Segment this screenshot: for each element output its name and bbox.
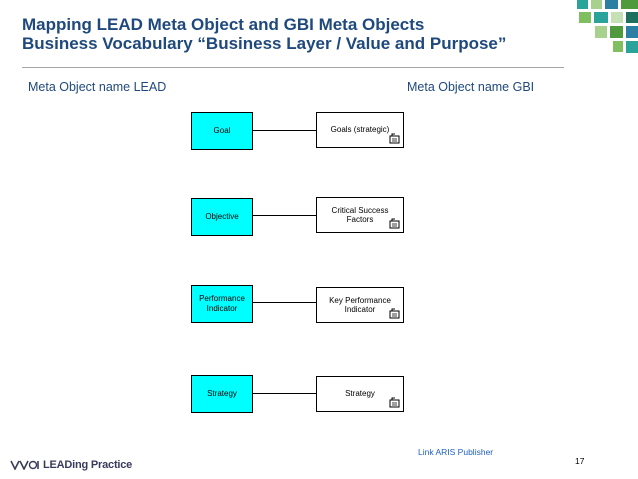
object-type-icon	[389, 133, 400, 144]
lead-column-heading: Meta Object name LEAD	[28, 80, 167, 94]
leading-practice-logo: LEADing Practice	[10, 458, 132, 472]
brand-squares-icon	[577, 0, 638, 53]
mapping-connector	[253, 215, 316, 216]
lead-object-strategy[interactable]: Strategy	[191, 375, 253, 413]
gbi-object-label: Goals (strategic)	[330, 125, 390, 135]
leading-practice-logo-icon	[10, 460, 39, 470]
page-number: 17	[575, 456, 585, 466]
gbi-object-key-performance-indicator[interactable]: Key Performance Indicator	[316, 287, 404, 323]
lead-object-goal[interactable]: Goal	[191, 112, 253, 150]
brand-name: LEADing Practice	[43, 459, 133, 471]
gbi-object-critical-success-factors[interactable]: Critical Success Factors	[316, 197, 404, 233]
gbi-object-label: Key Performance Indicator	[329, 295, 391, 315]
gbi-object-label: Critical Success Factors	[331, 205, 389, 225]
lead-object-label: Strategy	[207, 389, 237, 398]
lead-object-objective[interactable]: Objective	[191, 198, 253, 236]
slide-title: Mapping LEAD Meta Object and GBI Meta Ob…	[22, 15, 562, 53]
lead-object-label: Objective	[205, 212, 239, 221]
mapping-connector	[253, 302, 316, 303]
lead-object-label: Performance Indicator	[199, 294, 245, 313]
gbi-object-strategy[interactable]: Strategy	[316, 376, 404, 412]
aris-publisher-link[interactable]: Link ARIS Publisher	[418, 447, 494, 457]
lead-object-label: Goal	[213, 126, 231, 135]
lead-object-performance-indicator[interactable]: Performance Indicator	[191, 285, 253, 323]
gbi-object-label: Strategy	[345, 389, 375, 399]
object-type-icon	[389, 397, 400, 408]
object-type-icon	[389, 218, 400, 229]
slide-title-line-2: Business Vocabulary “Business Layer / Va…	[22, 34, 507, 53]
gbi-column-heading: Meta Object name GBI	[407, 80, 535, 94]
object-type-icon	[389, 308, 400, 319]
slide-title-line-1: Mapping LEAD Meta Object and GBI Meta Ob…	[22, 15, 425, 34]
mapping-connector	[253, 130, 316, 131]
mapping-connector	[253, 393, 316, 394]
title-divider	[22, 67, 564, 68]
gbi-object-goals[interactable]: Goals (strategic)	[316, 112, 404, 148]
